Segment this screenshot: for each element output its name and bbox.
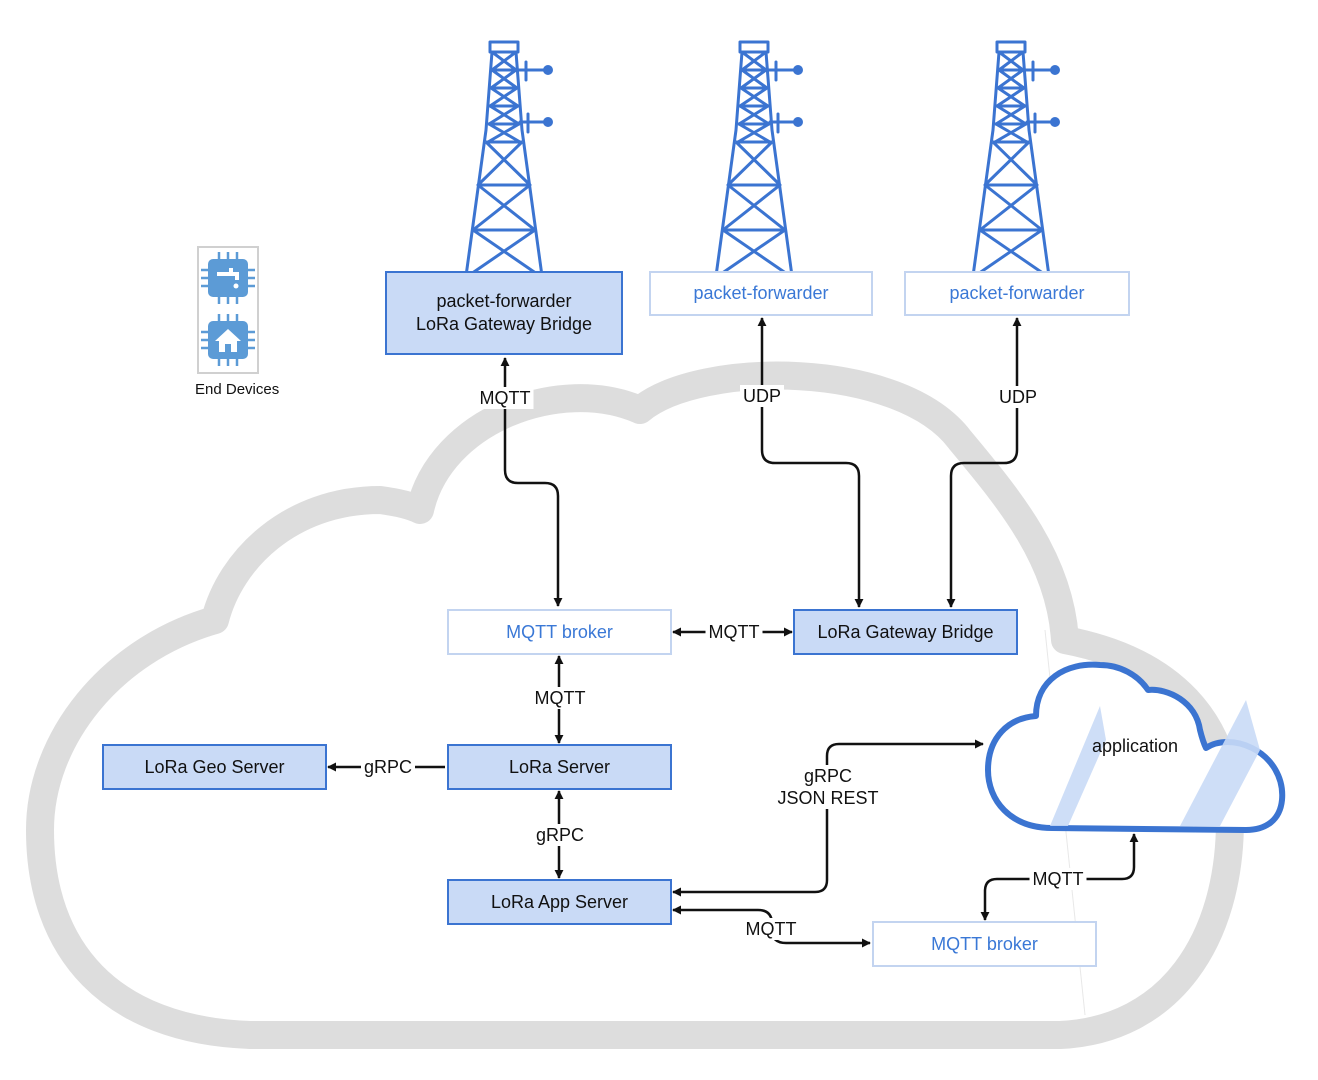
edge-label-grpc-json-rest: gRPC JSON REST bbox=[774, 765, 882, 809]
box-line-1: packet-forwarder bbox=[436, 291, 572, 311]
edge-label-grpc-app: gRPC bbox=[532, 824, 588, 846]
packet-forwarder-box-3[interactable]: packet-forwarder bbox=[904, 271, 1130, 316]
edge-label-udp-pf2: UDP bbox=[739, 385, 785, 407]
edge-label-json-rest-line: JSON REST bbox=[777, 788, 879, 808]
lora-gateway-bridge-box[interactable]: LoRa Gateway Bridge bbox=[793, 609, 1018, 655]
house-chip-icon bbox=[201, 314, 255, 366]
edge-label-mqtt-pf1: MQTT bbox=[476, 387, 534, 409]
edge-label-mqtt-broker-bridge: MQTT bbox=[705, 621, 763, 643]
end-devices-label: End Devices bbox=[195, 381, 280, 398]
tower-icon bbox=[714, 40, 803, 278]
edge-label-grpc-geo: gRPC bbox=[360, 756, 416, 778]
box-label: LoRa Server bbox=[508, 756, 611, 777]
edge-label-mqtt-broker-application: MQTT bbox=[1029, 868, 1087, 890]
lora-app-server-box[interactable]: LoRa App Server bbox=[447, 879, 672, 925]
cloud-background bbox=[26, 361, 1244, 1049]
lora-server-box[interactable]: LoRa Server bbox=[447, 744, 672, 790]
faucet-chip-icon bbox=[201, 252, 255, 304]
edge-label-grpc-line: gRPC bbox=[803, 766, 853, 786]
box-label: MQTT broker bbox=[506, 621, 613, 642]
tower-icon bbox=[971, 40, 1060, 278]
box-label: LoRa Gateway Bridge bbox=[817, 621, 994, 642]
box-label: LoRa App Server bbox=[490, 891, 629, 912]
mqtt-broker-top-box[interactable]: MQTT broker bbox=[447, 609, 672, 655]
edge-label-mqtt-app-broker: MQTT bbox=[742, 918, 800, 940]
box-label: LoRa Geo Server bbox=[144, 756, 285, 777]
end-devices-panel bbox=[197, 246, 259, 374]
box-line-2: LoRa Gateway Bridge bbox=[415, 314, 593, 334]
box-label: packet-forwarder bbox=[949, 283, 1085, 303]
mqtt-broker-bottom-box[interactable]: MQTT broker bbox=[872, 921, 1097, 967]
packet-forwarder-gateway-bridge-box[interactable]: packet-forwarder LoRa Gateway Bridge bbox=[385, 271, 623, 355]
application-cloud-icon bbox=[985, 661, 1286, 833]
tower-icon bbox=[464, 40, 553, 278]
box-label: packet-forwarder bbox=[693, 283, 829, 303]
box-label: MQTT broker bbox=[931, 933, 1038, 954]
application-label: application bbox=[1091, 736, 1179, 756]
edge-label-udp-pf3: UDP bbox=[995, 386, 1041, 408]
packet-forwarder-box-2[interactable]: packet-forwarder bbox=[649, 271, 873, 316]
edge-label-mqtt-broker-server: MQTT bbox=[531, 687, 589, 709]
lora-geo-server-box[interactable]: LoRa Geo Server bbox=[102, 744, 327, 790]
